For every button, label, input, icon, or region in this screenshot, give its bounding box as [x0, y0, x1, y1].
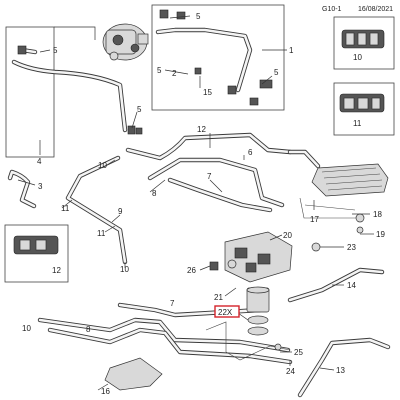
callout-part-2: 2 — [172, 69, 177, 78]
fuel-line-4 — [11, 45, 143, 135]
callout-part-8: 8 — [86, 325, 91, 334]
detail-box-part-11 — [333, 82, 395, 136]
fuel-filter-housing — [224, 231, 293, 283]
callout-part-25: 25 — [294, 348, 303, 357]
long-fuel-lines — [65, 132, 293, 265]
callout-part-1: 1 — [289, 46, 294, 55]
callout-part-18: 18 — [373, 210, 382, 219]
detail-box-part-12 — [4, 224, 69, 283]
callout-part-10: 10 — [22, 324, 31, 333]
callout-part-19: 19 — [376, 230, 385, 239]
callout-part-3: 3 — [38, 182, 43, 191]
callout-part-17: 17 — [310, 215, 319, 224]
callout-part-5: 5 — [137, 105, 142, 114]
callout-part-14: 14 — [347, 281, 356, 290]
bracket-24 — [205, 321, 291, 361]
callout-part-13: 13 — [336, 366, 345, 375]
fuel-line-1 — [155, 9, 273, 106]
callout-part-5: 5 — [196, 12, 201, 21]
clip-part-11 — [339, 93, 385, 113]
line-3 — [7, 169, 37, 209]
callout-part-9: 9 — [118, 207, 123, 216]
diagram-date: 16/08/2021 — [358, 6, 394, 13]
callout-part-16: 16 — [101, 387, 110, 396]
clip-part-12 — [13, 235, 59, 255]
filter-element — [246, 286, 270, 336]
callout-part-20: 20 — [283, 231, 292, 240]
part-22-highlight — [214, 305, 240, 318]
callout-part-26: 26 — [187, 266, 196, 275]
diagram-code: G10-1 — [322, 6, 342, 13]
callout-part-6: 6 — [248, 148, 253, 157]
callout-part-22: 22X — [218, 308, 233, 317]
callout-part-15: 15 — [203, 88, 212, 97]
callout-part-11: 11 — [353, 119, 362, 128]
callout-part-5: 5 — [274, 68, 279, 77]
callout-part-12: 12 — [52, 266, 61, 275]
callout-part-8: 8 — [152, 189, 157, 198]
leader-lines — [17, 15, 374, 391]
callout-part-12: 12 — [197, 125, 206, 134]
detail-box-lines-1 — [151, 4, 285, 111]
fuel-cooler — [287, 149, 389, 234]
detail-box-lines-4 — [5, 26, 55, 158]
injection-pump — [102, 23, 149, 61]
part-number-callouts: 5 1 5 2 15 5 5 5 4 3 10 12 6 7 8 11 9 11… — [22, 12, 385, 396]
bracket-16 — [104, 357, 163, 391]
lines-13-14 — [287, 267, 391, 398]
callout-part-10: 10 — [120, 265, 129, 274]
fitting-26 — [209, 261, 219, 271]
callout-part-10: 10 — [98, 161, 107, 170]
callout-part-5: 5 — [53, 46, 58, 55]
callout-part-5: 5 — [157, 66, 162, 75]
callout-part-21: 21 — [214, 293, 223, 302]
clip-part-10 — [341, 29, 385, 49]
callout-part-23: 23 — [347, 243, 356, 252]
callout-part-7: 7 — [170, 299, 175, 308]
fitting-23 — [311, 242, 321, 252]
callout-part-11: 11 — [97, 229, 106, 238]
callout-part-11: 11 — [61, 204, 70, 213]
callout-part-4: 4 — [37, 157, 42, 166]
lower-fuel-lines — [37, 302, 293, 365]
detail-box-part-10 — [333, 16, 395, 70]
callout-part-24: 24 — [286, 367, 295, 376]
callout-part-7: 7 — [207, 172, 212, 181]
callout-part-10: 10 — [353, 53, 362, 62]
